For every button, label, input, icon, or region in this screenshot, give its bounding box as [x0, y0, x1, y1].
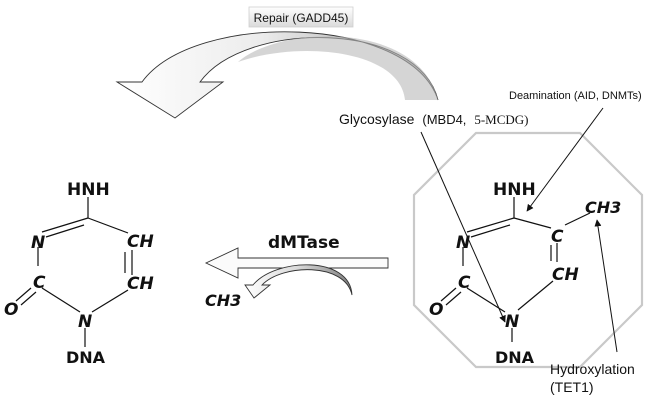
left-c2-label: C [33, 273, 46, 293]
glycosylase-main-text: Glycosylase [339, 111, 415, 127]
left-c5-label: CH [127, 232, 154, 252]
left-c6-label: CH [127, 274, 154, 294]
left-bond-c4-n3 [41, 217, 89, 233]
left-amine-label: HNH [67, 180, 110, 200]
left-bond-c2-o [15, 287, 32, 302]
left-bond-c2-o-double [20, 291, 37, 306]
left-bond-c2-n1 [41, 287, 81, 313]
right-methyl-label: CH3 [585, 198, 621, 217]
right-bond-c4-c5 [513, 217, 552, 229]
right-n1-label: N [505, 312, 519, 332]
repair-label-box [248, 6, 354, 28]
glycosylase-enzyme2-text: 5-MCDG) [474, 112, 528, 127]
right-n3-label: N [456, 233, 470, 253]
highlight-octagon [412, 131, 644, 369]
hydroxylation-label: Hydroxylation [550, 361, 635, 377]
dmtase-arrow [204, 247, 389, 279]
left-bond-c4-c5 [87, 217, 129, 234]
right-amine-label: HNH [493, 180, 536, 200]
hydroxylation-pointer-arrow [594, 219, 618, 353]
deamination-label: Deamination (AID, DNMTs) [509, 90, 642, 102]
right-c6-label: CH [552, 265, 579, 285]
right-molecule: HNH N C CH3 C CH O N DNA [429, 180, 621, 367]
dmtase-label: dMTase [268, 233, 340, 253]
glycosylase-pointer-arrow [420, 131, 506, 323]
right-c5-label: C [551, 227, 564, 247]
right-oxygen-label: O [429, 300, 443, 320]
right-bond-c2-o [440, 287, 457, 302]
right-bond-c4-n3-double [470, 224, 511, 238]
small-curved-arrow [244, 264, 353, 299]
ch3-removed-label: CH3 [205, 291, 241, 310]
left-bond-c6-n1 [91, 289, 129, 313]
glycosylase-label: Glycosylase (MBD4, 5-MCDG) [339, 111, 528, 127]
left-oxygen-label: O [4, 300, 18, 320]
tet1-label: (TET1) [550, 379, 594, 395]
left-n3-label: N [31, 233, 45, 253]
left-dna-label: DNA [66, 348, 106, 367]
right-bond-c4-n3 [466, 217, 515, 233]
right-c2-label: C [458, 273, 471, 293]
right-bond-c2-o-double [445, 291, 462, 306]
right-dna-label: DNA [495, 348, 535, 367]
left-bond-c4-n3-double [45, 224, 85, 238]
left-molecule: HNH N CH C CH O N DNA [4, 180, 154, 367]
repair-arrow-shade [238, 36, 438, 100]
right-bond-c5-methyl [564, 212, 591, 226]
deamination-pointer-arrow [526, 107, 604, 212]
right-bond-c6-n1 [517, 280, 554, 311]
glycosylase-detail-text: (MBD4, [422, 112, 466, 127]
left-n1-label: N [78, 312, 92, 332]
repair-label: Repair (GADD45) [254, 11, 349, 25]
